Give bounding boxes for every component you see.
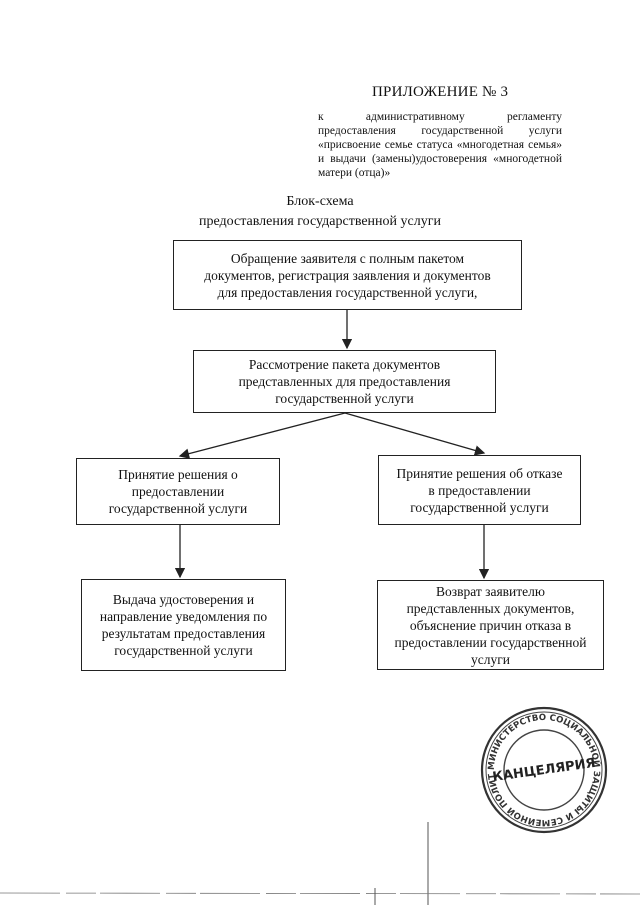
step-decision-refuse-line2: в предоставлении xyxy=(428,482,531,498)
step-decision-refuse-box: Принятие решения об отказе в предоставле… xyxy=(378,455,581,525)
step-review-box: Рассмотрение пакета документов представл… xyxy=(193,350,496,413)
step-return-line4: предоставлении государственной xyxy=(394,634,587,650)
step-return-line5: услуги xyxy=(470,651,510,667)
step-decision-grant-line3: государственной услуги xyxy=(108,501,248,516)
step-application-box: Обращение заявителя с полным пакетом док… xyxy=(173,240,522,310)
step-decision-grant-line2: предоставлении xyxy=(131,484,225,499)
step-application-line2: документов, регистрация заявления и доку… xyxy=(204,267,491,283)
step-review-line1: Рассмотрение пакета документов xyxy=(248,357,441,372)
appendix-title: ПРИЛОЖЕНИЕ № 3 xyxy=(372,84,509,100)
step-decision-grant-box: Принятие решения о предоставлении госуда… xyxy=(76,458,280,525)
arrow-review-to-grant xyxy=(178,412,346,459)
step-issue-line1: Выдача удостоверения и xyxy=(112,592,255,607)
scheme-title-line1: Блок-схема xyxy=(286,194,354,209)
step-return-line1: Возврат заявителю xyxy=(436,583,545,599)
stamp-center-text: КАНЦЕЛЯРИЯ xyxy=(492,756,597,785)
step-issue-line4: государственной услуги xyxy=(114,643,253,658)
step-return-line2: представленных документов, xyxy=(406,600,575,616)
step-review-line3: государственной услуги xyxy=(275,391,414,406)
arrow-review-to-refuse xyxy=(344,412,486,456)
step-issue-line2: направление уведомления по xyxy=(99,609,268,624)
scan-artifact-bottom xyxy=(0,892,640,895)
step-return-line3: объяснение причин отказа в xyxy=(409,617,572,633)
step-decision-refuse-line3: государственной услуги xyxy=(410,499,549,515)
step-decision-refuse-line1: Принятие решения об отказе xyxy=(396,465,563,481)
scheme-title-line2: предоставления государственной услуги xyxy=(199,214,441,229)
appendix-subtitle: к административному регламенту предостав… xyxy=(318,111,562,179)
step-issue-line3: результатам предоставления xyxy=(101,626,266,641)
step-issue-box: Выдача удостоверения и направление уведо… xyxy=(81,579,286,671)
step-review-line2: представленных для предоставления xyxy=(238,374,451,389)
step-application-line1: Обращение заявителя с полным пакетом xyxy=(230,250,465,266)
step-decision-grant-line1: Принятие решения о xyxy=(118,467,238,482)
office-stamp: МИНИСТЕРСТВО СОЦИАЛЬНОЙ ЗАЩИТЫ И СЕМЕЙНО… xyxy=(478,704,608,834)
step-application-line3: для предоставления государственной услуг… xyxy=(217,284,478,300)
step-return-box: Возврат заявителю представленных докумен… xyxy=(377,580,604,670)
scheme-title: Блок-схема предоставления государственно… xyxy=(150,192,490,232)
